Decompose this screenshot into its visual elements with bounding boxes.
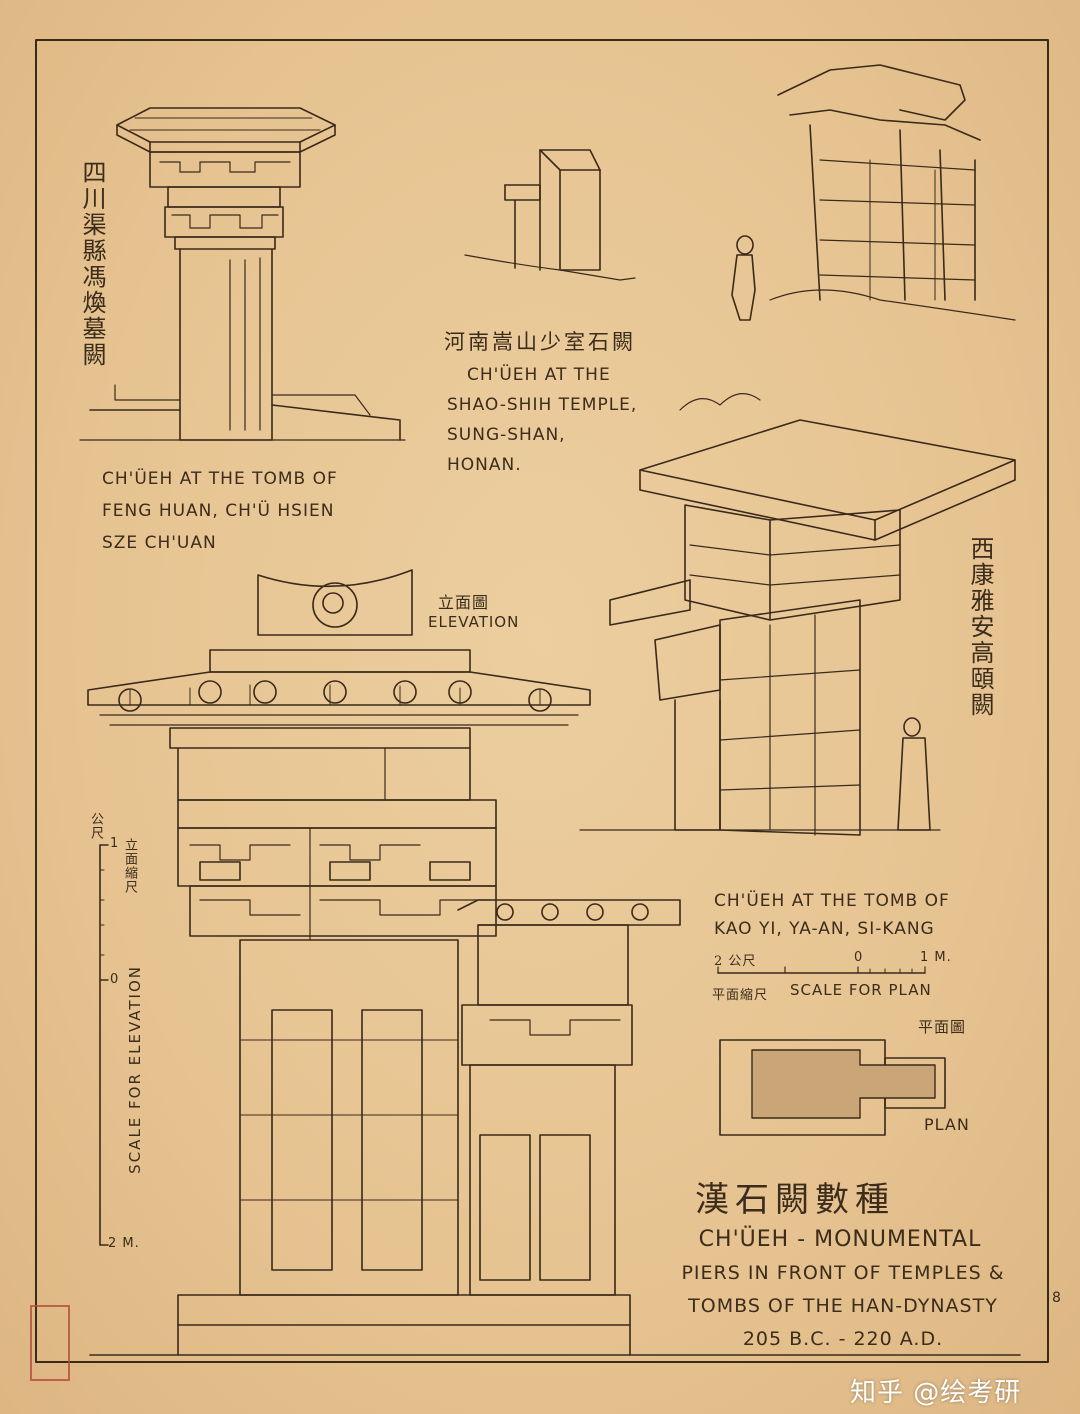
shao-shih-caption-line-4: HONAN.	[447, 455, 522, 475]
plan-scale-zero-label: 0	[854, 950, 864, 965]
title-en-line-2: PIERS IN FRONT OF TEMPLES &	[681, 1262, 1005, 1284]
elevation-scale-caption-en: SCALE FOR ELEVATION	[126, 965, 144, 1174]
elevation-label-cn: 立面圖	[438, 593, 490, 612]
kao-yi-caption-line-1: CH'ÜEH AT THE TOMB OF	[714, 891, 950, 911]
title-en-line-3: TOMBS OF THE HAN-DYNASTY	[688, 1295, 998, 1317]
ruined-tower-sketch	[731, 64, 1016, 321]
shao-shih-caption-line-2: SHAO-SHIH TEMPLE,	[447, 395, 638, 415]
title-en-line-1: CH'ÜEH - MONUMENTAL	[698, 1227, 982, 1252]
plan-scale-right-label: 1 M.	[920, 950, 952, 965]
elevation-label-en: ELEVATION	[428, 613, 520, 631]
elevation-scale-bar	[99, 844, 109, 1246]
elevation-scale-top-tick: 1	[110, 836, 120, 851]
shao-shih-caption-line-3: SUNG-SHAN,	[447, 425, 566, 445]
title-cn: 漢石闕數種	[695, 1180, 895, 1220]
kao-yi-vertical-title: 西康雅安高頤闕	[966, 536, 994, 718]
plan-scale-caption-en: SCALE FOR PLAN	[790, 981, 932, 999]
page-border	[35, 39, 1049, 1363]
elevation-scale-unit: 公尺	[88, 812, 103, 840]
elevation-scale-zero-tick: 0	[110, 972, 120, 987]
shao-shih-caption-line-1: CH'ÜEH AT THE	[467, 365, 611, 385]
plan-scale-bar	[717, 966, 926, 974]
shao-shih-pier-sketch	[464, 149, 636, 281]
title-en-line-4: 205 B.C. - 220 A.D.	[742, 1328, 944, 1350]
page-number: 8	[1052, 1290, 1062, 1306]
feng-huan-caption-line-3: SZE CH'UAN	[102, 533, 217, 553]
main-elevation-drawing	[87, 569, 1021, 1356]
feng-huan-vertical-title: 四川渠縣馮煥墓闕	[78, 160, 106, 368]
plan-label-cn: 平面圖	[918, 1018, 967, 1036]
plan-scale-caption-cn: 平面縮尺	[712, 988, 769, 1003]
kao-yi-pier-sketch	[579, 393, 1016, 836]
plan-drawing	[719, 1039, 946, 1136]
feng-huan-pier-sketch	[79, 107, 406, 441]
plan-label-en: PLAN	[924, 1115, 970, 1134]
elevation-scale-bottom-tick: 2 M.	[108, 1236, 140, 1251]
shao-shih-title-cn: 河南嵩山少室石闕	[444, 330, 636, 354]
feng-huan-caption-line-2: FENG HUAN, CH'Ü HSIEN	[102, 501, 335, 521]
watermark: 知乎 @绘考研	[850, 1378, 1022, 1408]
elevation-scale-caption-cn: 立面縮尺	[122, 838, 137, 894]
red-seal-stamp	[30, 1305, 70, 1381]
kao-yi-caption-line-2: KAO YI, YA-AN, SI-KANG	[714, 919, 935, 939]
feng-huan-caption-line-1: CH'ÜEH AT THE TOMB OF	[102, 469, 338, 489]
plan-scale-left-label: 2 公尺	[714, 954, 757, 969]
